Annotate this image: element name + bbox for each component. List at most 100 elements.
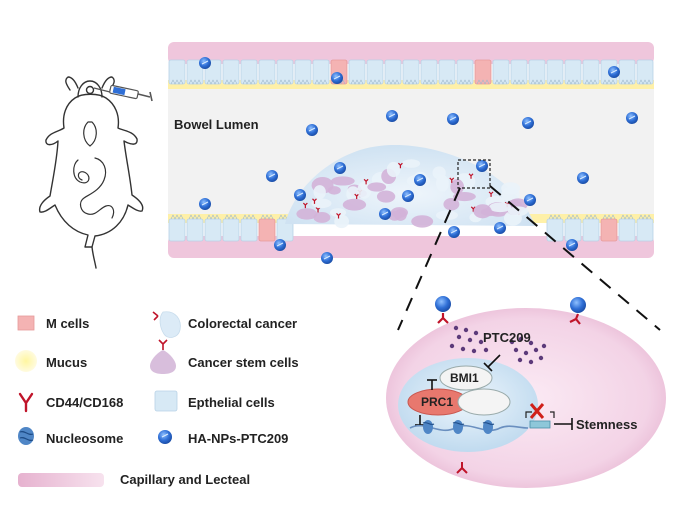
capillary-band-top bbox=[168, 42, 654, 64]
nucleosome-wrap bbox=[452, 422, 465, 425]
ptc209-dot bbox=[528, 359, 534, 365]
receptor bbox=[312, 198, 317, 204]
microvilli bbox=[242, 79, 256, 85]
microvilli bbox=[188, 214, 202, 220]
legend-mucus-label: Mucus bbox=[46, 355, 88, 370]
epithelial-cell bbox=[402, 59, 420, 85]
tumor-cell bbox=[329, 208, 347, 217]
nucleosome bbox=[483, 420, 493, 434]
capillary-icon bbox=[18, 473, 104, 487]
microvilli bbox=[350, 79, 364, 85]
receptor-with-np-left bbox=[435, 296, 451, 324]
epithelial-cell bbox=[564, 59, 582, 85]
epithelial-cell bbox=[546, 59, 564, 85]
nanoparticle-highlight bbox=[404, 193, 412, 198]
receptor bbox=[468, 173, 474, 179]
cancer-stem-cell bbox=[331, 176, 355, 186]
ptc209-dot bbox=[471, 348, 477, 354]
ptc209-dot bbox=[528, 340, 534, 346]
tumor-cell bbox=[402, 159, 421, 168]
cancer-stem-cell bbox=[411, 215, 434, 228]
nanoparticle-highlight bbox=[416, 177, 424, 182]
epithelial-cell bbox=[240, 218, 258, 242]
bmi1-label: BMI1 bbox=[450, 371, 479, 385]
legend-stem-cells-label: Cancer stem cells bbox=[188, 355, 299, 370]
microvilli bbox=[548, 79, 562, 85]
microvilli bbox=[584, 214, 598, 220]
microvilli bbox=[620, 214, 634, 220]
microvilli bbox=[404, 79, 418, 85]
microvilli bbox=[566, 214, 580, 220]
tumor-cell bbox=[507, 206, 529, 217]
nanoparticle-highlight bbox=[524, 120, 532, 125]
tumor-cell bbox=[489, 202, 512, 213]
nanoparticle-highlight bbox=[568, 242, 576, 247]
ptc209-dot bbox=[453, 325, 459, 331]
cancer-stem-cell bbox=[453, 192, 476, 202]
nanoparticle-highlight bbox=[276, 242, 284, 247]
syringe-icon bbox=[93, 84, 153, 102]
cancer-stem-cell bbox=[388, 211, 402, 221]
epithelial-cell bbox=[546, 218, 564, 242]
nanoparticle-highlight bbox=[308, 127, 316, 132]
epithelial-cell bbox=[258, 59, 276, 85]
receptor bbox=[363, 178, 369, 185]
ptc209-dot bbox=[509, 339, 515, 345]
receptor-with-np-right bbox=[569, 297, 586, 325]
epithelial-cell bbox=[222, 59, 240, 85]
epithelial-cell bbox=[636, 59, 654, 85]
mucus-icon bbox=[15, 350, 37, 372]
m-cell bbox=[474, 59, 492, 85]
nanoparticle-icon bbox=[158, 430, 172, 444]
nanoparticle-highlight bbox=[323, 255, 331, 260]
cancer-stem-cell-icon bbox=[150, 339, 176, 374]
legend-icons bbox=[15, 311, 181, 487]
nanoparticle-highlight bbox=[201, 201, 209, 206]
ptc209-dot bbox=[473, 330, 479, 336]
mouse-intestine bbox=[73, 157, 115, 219]
microvilli bbox=[584, 79, 598, 85]
block-cross-icon bbox=[529, 403, 545, 419]
epithelial-cell bbox=[582, 218, 600, 242]
microvilli bbox=[512, 79, 526, 85]
ptc209-to-bmi1-inhibit bbox=[487, 354, 501, 368]
epithelial-cell bbox=[420, 59, 438, 85]
microvilli bbox=[548, 214, 562, 220]
lumen-nanoparticles bbox=[199, 57, 638, 264]
receptor bbox=[397, 162, 403, 169]
zoom-region-box bbox=[457, 159, 491, 189]
cancer-stem-cell bbox=[342, 198, 367, 211]
cancer-stem-cell bbox=[450, 179, 464, 195]
intestine-section bbox=[168, 42, 654, 264]
microvilli bbox=[602, 214, 616, 220]
ptc209-dot bbox=[523, 350, 529, 356]
microvilli bbox=[314, 79, 328, 85]
nanoparticle-highlight bbox=[388, 113, 396, 118]
microvilli bbox=[206, 214, 220, 220]
epithelial-cell bbox=[222, 218, 240, 242]
epithelial-cell bbox=[186, 59, 204, 85]
microvilli bbox=[296, 79, 310, 85]
ptc209-dot bbox=[456, 334, 462, 340]
epithelial-cell bbox=[168, 218, 186, 242]
epithelial-cell bbox=[348, 59, 366, 85]
microvilli bbox=[224, 214, 238, 220]
ptc209-dot bbox=[467, 337, 473, 343]
microvilli bbox=[602, 79, 616, 85]
ptc209-dot bbox=[449, 343, 455, 349]
cancer-stem-cell bbox=[296, 208, 318, 220]
cancer-stem-cell bbox=[313, 212, 331, 223]
microvilli bbox=[638, 214, 652, 220]
microvilli bbox=[494, 79, 508, 85]
microvilli bbox=[386, 79, 400, 85]
ptc209-dot bbox=[538, 355, 544, 361]
microvilli bbox=[278, 79, 292, 85]
nanoparticle-highlight bbox=[496, 225, 504, 230]
epithelial-cell bbox=[366, 59, 384, 85]
blank-oval bbox=[457, 388, 511, 416]
ptc209-dot bbox=[463, 327, 469, 333]
nucleosome-icon bbox=[18, 427, 34, 445]
epithelial-cell bbox=[492, 59, 510, 85]
bowel-lumen-label: Bowel Lumen bbox=[174, 117, 259, 132]
tumor-cell bbox=[501, 182, 521, 195]
